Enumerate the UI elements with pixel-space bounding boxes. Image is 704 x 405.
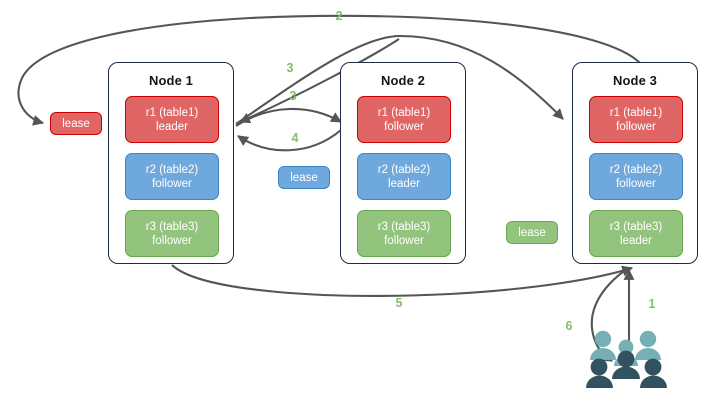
node-2-replica-r1[interactable]: r1 (table1) follower [357,96,451,143]
edge-label-6: 6 [565,319,573,333]
edge-label-5: 5 [395,296,403,310]
node-3-title: Node 3 [613,73,657,88]
node-3-replica-r1-role: follower [616,120,656,133]
node-1-replica-r2[interactable]: r2 (table2) follower [125,153,219,200]
users-group-icon [586,330,667,388]
node-3-replica-r1[interactable]: r1 (table1) follower [589,96,683,143]
node-2-replica-r1-role: follower [384,120,424,133]
node-1-replica-r1-name: r1 (table1) [145,106,199,119]
edge-label-3a: 3 [286,61,294,75]
lease-badge-red[interactable]: lease [50,112,102,135]
edge-label-4: 4 [291,131,299,145]
node-box-2[interactable]: Node 2 r1 (table1) follower r2 (table2) … [340,62,466,264]
node-3-replica-r3[interactable]: r3 (table3) leader [589,210,683,257]
node-box-1[interactable]: Node 1 r1 (table1) leader r2 (table2) fo… [108,62,234,264]
node-2-title: Node 2 [381,73,425,88]
node-1-replica-r1-role: leader [156,120,188,133]
node-1-title: Node 1 [149,73,193,88]
node-1-replica-r3-role: follower [152,234,192,247]
node-1-replica-r1[interactable]: r1 (table1) leader [125,96,219,143]
edge-label-1: 1 [648,297,656,311]
node-2-replica-r3-name: r3 (table3) [377,220,431,233]
node-2-replica-r2-name: r2 (table2) [377,163,431,176]
node-3-replica-r3-role: leader [620,234,652,247]
node-3-replica-r2-role: follower [616,177,656,190]
lease-badge-green[interactable]: lease [506,221,558,244]
lease-badge-blue-label: lease [290,171,318,184]
edge-label-2: 2 [335,9,343,23]
node-1-replica-r2-name: r2 (table2) [145,163,199,176]
node-2-replica-r3-role: follower [384,234,424,247]
node-2-replica-r2[interactable]: r2 (table2) leader [357,153,451,200]
node-1-replica-r2-role: follower [152,177,192,190]
node-1-replica-r3[interactable]: r3 (table3) follower [125,210,219,257]
node-2-replica-r2-role: leader [388,177,420,190]
node-2-replica-r1-name: r1 (table1) [377,106,431,119]
edge-4-upper-path [235,107,342,127]
edge-5-path [171,264,634,297]
edge-label-3b: 3 [289,89,297,103]
node-3-replica-r1-name: r1 (table1) [609,106,663,119]
node-box-3[interactable]: Node 3 r1 (table1) follower r2 (table2) … [572,62,698,264]
node-3-replica-r2-name: r2 (table2) [609,163,663,176]
lease-badge-red-label: lease [62,117,90,130]
node-2-replica-r3[interactable]: r3 (table3) follower [357,210,451,257]
lease-badge-blue[interactable]: lease [278,166,330,189]
lease-badge-green-label: lease [518,226,546,239]
node-3-replica-r2[interactable]: r2 (table2) follower [589,153,683,200]
node-1-replica-r3-name: r3 (table3) [145,220,199,233]
node-3-replica-r3-name: r3 (table3) [609,220,663,233]
